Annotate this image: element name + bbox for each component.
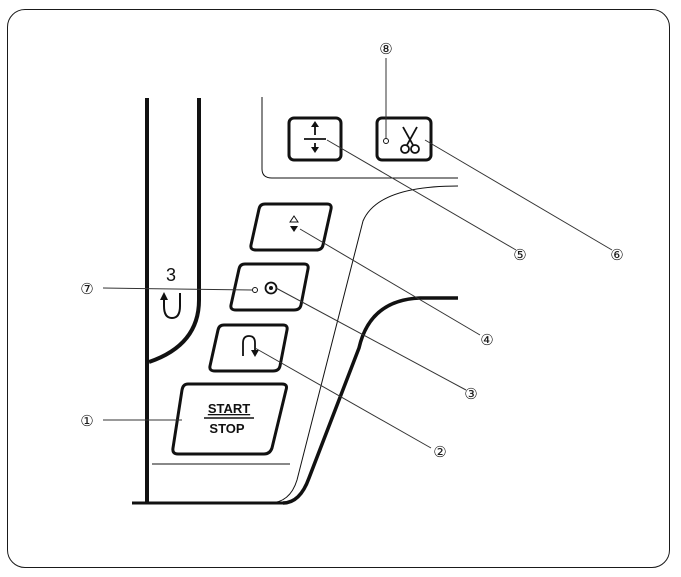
callout-1: ① <box>80 412 93 430</box>
reverse-stitch-mark: 3 <box>160 265 181 320</box>
stop-label: STOP <box>209 421 244 436</box>
presser-foot-icon <box>304 121 326 153</box>
machine-body-outline <box>132 97 459 505</box>
reverse-stitch-number: 3 <box>166 265 176 285</box>
auto-lock-indicator-lamp <box>252 287 258 293</box>
callout-5: ⑤ <box>513 246 526 264</box>
callout-4: ④ <box>480 331 493 349</box>
reverse-arrow-icon <box>242 335 259 357</box>
start-label: START <box>208 401 250 416</box>
up-down-arrow-icon <box>289 215 299 232</box>
needle-up-down-button[interactable] <box>249 202 333 252</box>
auto-lock-button[interactable] <box>229 262 310 312</box>
leader-lines <box>102 58 613 449</box>
callout-3: ③ <box>464 385 477 403</box>
callout-8: ⑧ <box>379 40 392 58</box>
thread-cutter-indicator-lamp <box>383 138 389 144</box>
presser-foot-lifter-button[interactable] <box>287 116 343 162</box>
thread-cutter-button[interactable] <box>375 116 433 162</box>
callout-6: ⑥ <box>610 246 623 264</box>
callout-2: ② <box>433 443 446 461</box>
scissors-icon <box>400 126 420 154</box>
u-turn-arrow-icon <box>160 292 181 320</box>
callout-7: ⑦ <box>80 280 93 298</box>
start-stop-button[interactable]: START STOP <box>171 382 288 456</box>
diagram-frame <box>7 9 670 568</box>
reverse-button[interactable] <box>208 323 289 373</box>
